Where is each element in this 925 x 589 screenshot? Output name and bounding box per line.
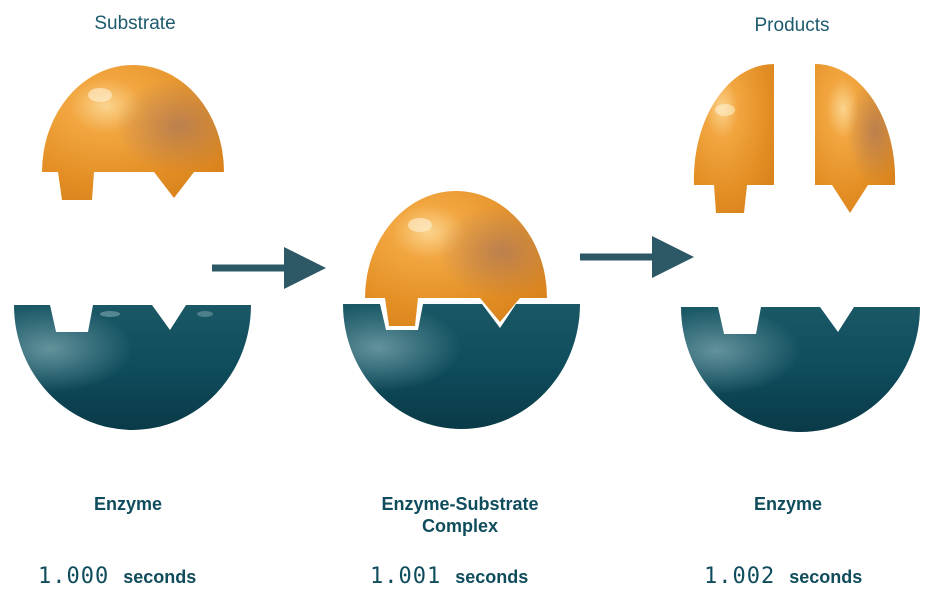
timer-3: 1.002 seconds: [704, 564, 862, 589]
timer-3-value: 1.002: [704, 564, 776, 589]
timer-1-value: 1.000: [38, 564, 110, 589]
complex-label: Enzyme-Substrate Complex: [381, 494, 539, 536]
enzyme-left: [14, 305, 251, 430]
enzyme-label-right: Enzyme: [753, 494, 823, 514]
substrate-label: Substrate: [94, 13, 176, 34]
enzyme-label-left: Enzyme: [93, 494, 163, 514]
product-right-half: [815, 63, 896, 213]
enzyme-middle: [343, 304, 580, 430]
substrate-middle: [365, 191, 547, 326]
products-label: Products: [754, 15, 830, 36]
timer-3-unit: seconds: [789, 567, 863, 587]
timer-2-unit: seconds: [455, 567, 529, 587]
product-left-half: [693, 63, 774, 213]
timer-2: 1.001 seconds: [370, 564, 528, 589]
substrate-left: [42, 65, 224, 200]
timer-1: 1.000 seconds: [38, 564, 196, 589]
timer-2-value: 1.001: [370, 564, 442, 589]
timer-1-unit: seconds: [123, 567, 197, 587]
enzyme-right: [681, 307, 920, 432]
